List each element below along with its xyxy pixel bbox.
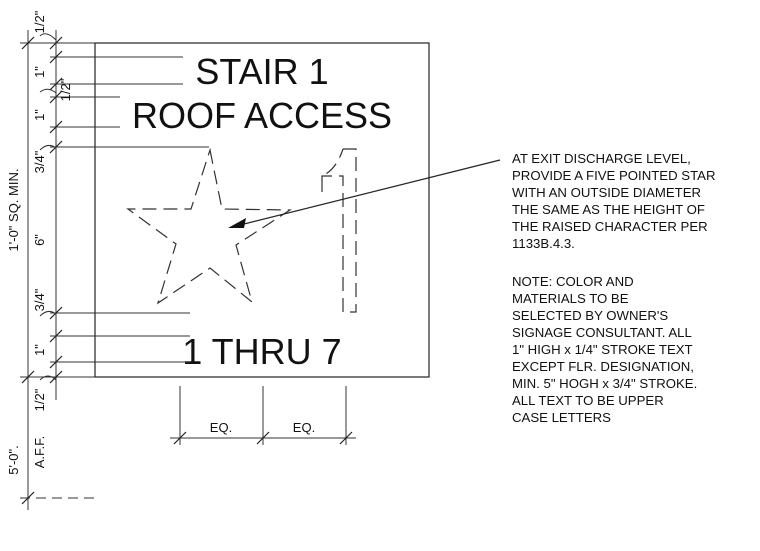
general-note: NOTE: COLOR AND MATERIALS TO BE SELECTED… bbox=[512, 274, 697, 425]
eq-right-label: EQ. bbox=[293, 420, 315, 435]
sign-floor-designation: 1 THRU 7 bbox=[182, 331, 341, 372]
note-line: MIN. 5" HOGH x 3/4" STROKE. bbox=[512, 376, 697, 391]
note-line: ALL TEXT TO BE UPPER bbox=[512, 393, 664, 408]
vertical-dimension-extension-lines bbox=[20, 42, 209, 499]
sign-line-roof-access: ROOF ACCESS bbox=[132, 95, 392, 136]
numeral-one-outline bbox=[321, 148, 357, 313]
dim-mount-height-label: 5'-0". bbox=[6, 445, 21, 475]
dim-overall-label: 1'-0" SQ. MIN. bbox=[6, 169, 21, 252]
dim-half-mid-label: 1/2" bbox=[58, 78, 73, 101]
callout-leader-line bbox=[231, 159, 501, 228]
note-line: EXCEPT FLR. DESIGNATION, bbox=[512, 359, 694, 374]
dim-six-label: 6" bbox=[32, 234, 47, 246]
note-line: CASE LETTERS bbox=[512, 410, 611, 425]
callout-line: 1133B.4.3. bbox=[512, 236, 575, 251]
dim-half-bottom-label: 1/2" bbox=[32, 388, 47, 411]
dim-one-c-label: 1" bbox=[32, 344, 47, 356]
dim-one-a-label: 1" bbox=[32, 66, 47, 78]
eq-dimension-ticks bbox=[173, 431, 353, 445]
note-line: NOTE: COLOR AND bbox=[512, 274, 634, 289]
note-line: SIGNAGE CONSULTANT. ALL bbox=[512, 325, 692, 340]
callout-line: WITH AN OUTSIDE DIAMETER bbox=[512, 185, 701, 200]
dim-three-quarter-a-label: 3/4" bbox=[32, 150, 47, 173]
callout-note: AT EXIT DISCHARGE LEVEL, PROVIDE A FIVE … bbox=[512, 151, 715, 251]
eq-left-label: EQ. bbox=[210, 420, 232, 435]
dim-aff-label: A.F.F. bbox=[32, 436, 47, 469]
note-line: SELECTED BY OWNER'S bbox=[512, 308, 668, 323]
sign-line-stair: STAIR 1 bbox=[195, 51, 328, 92]
note-line: 1" HIGH x 1/4" STROKE TEXT bbox=[512, 342, 693, 357]
callout-line: THE RAISED CHARACTER PER bbox=[512, 219, 708, 234]
dimension-leader-arcs bbox=[39, 33, 57, 381]
dim-half-top-label: 1/2" bbox=[32, 10, 47, 33]
sign-panel bbox=[94, 42, 430, 378]
eq-dimension-lines bbox=[170, 386, 356, 445]
callout-line: THE SAME AS THE HEIGHT OF bbox=[512, 202, 705, 217]
callout-line: AT EXIT DISCHARGE LEVEL, bbox=[512, 151, 691, 166]
dim-three-quarter-b-label: 3/4" bbox=[32, 288, 47, 311]
callout-arrowhead bbox=[228, 218, 246, 228]
star-icon bbox=[126, 147, 292, 305]
note-line: MATERIALS TO BE bbox=[512, 291, 629, 306]
dimension-ticks bbox=[21, 36, 63, 505]
callout-line: PROVIDE A FIVE POINTED STAR bbox=[512, 168, 715, 183]
dim-one-b-label: 1" bbox=[32, 109, 47, 121]
